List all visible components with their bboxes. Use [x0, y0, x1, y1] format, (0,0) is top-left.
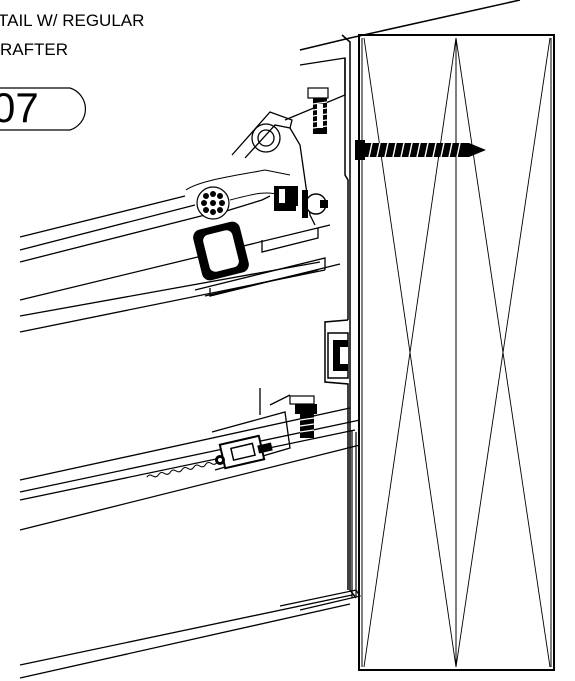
upper-gasket-clip — [274, 186, 328, 218]
bedding-tape — [146, 461, 218, 478]
detail-tag-bubble — [0, 87, 86, 131]
lower-screw — [289, 395, 317, 438]
detail-title-line-2: RAFTER — [0, 40, 68, 59]
lag-screw — [355, 140, 486, 160]
weather-seal — [185, 169, 291, 220]
lower-glazing-clip — [215, 434, 273, 470]
channel-insert — [327, 332, 349, 379]
detail-title-line-1: TAIL W/ REGULAR — [0, 11, 145, 30]
bottom-flashing — [279, 430, 361, 611]
top-flashing — [299, 0, 521, 51]
rafter-gasket — [193, 221, 249, 281]
fascia-beam — [358, 34, 555, 671]
detail-number: 07 — [0, 84, 39, 131]
upper-rafter — [19, 195, 341, 333]
upper-screw — [307, 87, 329, 134]
wall-bracket — [324, 34, 357, 599]
